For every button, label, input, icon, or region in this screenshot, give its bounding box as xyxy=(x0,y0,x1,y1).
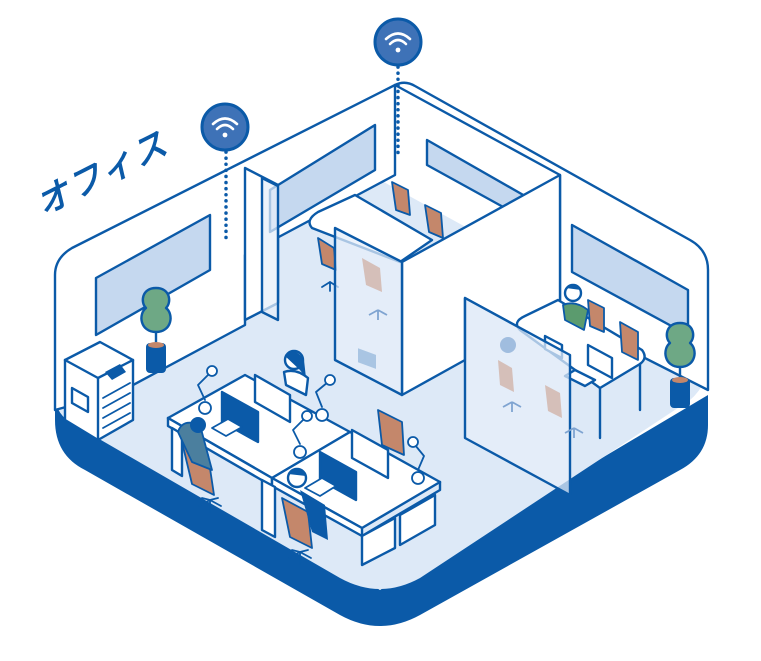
desk-cluster xyxy=(166,349,442,567)
monitor xyxy=(350,428,390,480)
window-left xyxy=(94,213,212,337)
meeting-room xyxy=(308,181,444,369)
chair xyxy=(377,409,405,456)
chair xyxy=(424,204,444,239)
monitor xyxy=(318,450,358,502)
back-walls xyxy=(53,81,710,412)
wifi-icon xyxy=(211,117,239,131)
printer xyxy=(63,340,135,442)
monitor xyxy=(586,343,614,380)
plant-right xyxy=(664,321,696,408)
person-back-view xyxy=(177,417,213,471)
person-green-shirt xyxy=(562,283,589,331)
person-woman xyxy=(282,349,310,397)
chair xyxy=(281,497,313,549)
wifi-icon xyxy=(384,32,412,46)
monitor xyxy=(220,390,260,444)
window-meeting-right xyxy=(425,138,527,210)
chair xyxy=(587,299,605,333)
person-front-desk xyxy=(286,467,328,540)
monitor xyxy=(253,373,292,424)
wifi-access-point-left xyxy=(200,102,250,244)
chair-base xyxy=(198,497,312,565)
plant-left xyxy=(140,286,172,373)
meeting-room-partition xyxy=(260,173,562,397)
chair xyxy=(619,321,639,361)
chair xyxy=(391,181,411,216)
wifi-access-point-center xyxy=(373,17,423,158)
right-room xyxy=(463,283,646,497)
desk-lamp xyxy=(197,365,425,485)
